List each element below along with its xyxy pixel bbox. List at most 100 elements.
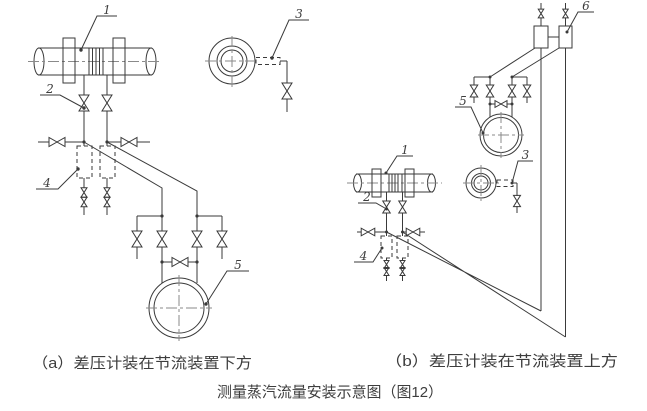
label-orifice-a: 1 xyxy=(103,3,111,17)
leader-dot xyxy=(385,207,388,211)
valve-icon xyxy=(360,227,376,237)
junction-dot xyxy=(510,102,514,106)
junction-dot xyxy=(488,75,492,79)
label-valve-b: 2 xyxy=(362,190,371,204)
valve-icon xyxy=(507,84,517,98)
pot-crosshair xyxy=(205,36,259,88)
valve-icon xyxy=(131,230,143,248)
captions: （a）差压计装在节流装置下方 （b）差压计装在节流装置上方 测量蒸汽流量安装示意… xyxy=(32,353,618,401)
valve-icon xyxy=(485,84,495,98)
junction-dot xyxy=(105,140,109,144)
junction-dot xyxy=(510,75,514,79)
annotations-b: 1 2 3 4 5 6 xyxy=(354,0,594,263)
flange-right xyxy=(112,37,126,84)
label-pot-b: 3 xyxy=(522,148,530,162)
gauge-crosshair xyxy=(146,275,212,341)
flange-left xyxy=(371,168,382,198)
pipe-b xyxy=(347,168,442,198)
junction-dot xyxy=(385,230,388,234)
orifice-plates-icon xyxy=(388,174,403,192)
leader-dot xyxy=(384,171,388,175)
leader-dot xyxy=(79,48,83,52)
valve-icon xyxy=(120,137,138,147)
junction-dot xyxy=(160,214,164,218)
orifice-plates-icon xyxy=(88,48,104,75)
label-blowdown-a: 4 xyxy=(42,176,51,190)
junction-dots-a xyxy=(82,140,199,264)
equalizer-valve-icon xyxy=(171,257,189,267)
vent-valve-icon xyxy=(562,8,569,19)
leader-dot xyxy=(76,167,80,171)
drain-valve-icon xyxy=(103,187,111,198)
drain-valve-icon xyxy=(80,196,88,208)
junction-dot xyxy=(160,260,164,264)
pot-union-fitting xyxy=(255,57,281,65)
condensate-vessel-left xyxy=(533,25,549,49)
leader-lines-b xyxy=(354,11,594,263)
label-gauge-b: 5 xyxy=(459,94,467,108)
pot-crosshair xyxy=(463,165,499,201)
valve-icon xyxy=(281,82,293,100)
label-orifice-b: 1 xyxy=(401,143,409,157)
valve-icon xyxy=(513,195,521,207)
label-vessel-b: 6 xyxy=(582,0,590,13)
leader-dot xyxy=(82,106,86,110)
junction-dot xyxy=(401,230,404,234)
valve-icon xyxy=(405,227,421,237)
pot-union-fitting xyxy=(496,179,514,187)
annotations-a: 1 2 3 4 5 xyxy=(36,3,309,306)
leader-lines-a xyxy=(36,15,309,305)
drain-valve-icon xyxy=(103,196,111,208)
vent-valve-icon xyxy=(537,8,545,19)
pipe-walls xyxy=(38,47,152,76)
valve-icon xyxy=(469,84,479,98)
blowdown-box-right xyxy=(396,235,409,259)
gauge-crosshair xyxy=(478,112,524,158)
junction-dot xyxy=(82,140,86,144)
label-valve-a: 2 xyxy=(45,82,54,96)
piping-b xyxy=(357,3,573,338)
valves-a xyxy=(48,82,293,267)
label-pot-a: 3 xyxy=(295,7,303,21)
dp-gauge-a xyxy=(146,275,212,341)
flange-right xyxy=(404,168,415,198)
valve-icon xyxy=(522,84,532,98)
leader-dot xyxy=(270,56,274,60)
label-gauge-a: 5 xyxy=(234,258,242,272)
dp-gauge-b xyxy=(478,112,524,158)
figure-title: 测量蒸汽流量安装示意图（图12） xyxy=(217,383,443,401)
leader-dot xyxy=(204,302,208,306)
pipe-a xyxy=(28,37,162,84)
leader-dot xyxy=(510,181,514,185)
equalizer-valve-icon xyxy=(494,100,508,108)
label-blowdown-b: 4 xyxy=(359,249,368,263)
leader-dot xyxy=(481,131,485,135)
condensate-pot-a xyxy=(205,36,281,88)
figure-a: 1 2 3 4 5 xyxy=(28,3,309,341)
valve-icon xyxy=(48,137,66,147)
junction-dots-b xyxy=(385,75,514,234)
valve-icon xyxy=(216,230,228,248)
flange-left xyxy=(62,37,76,84)
junction-dot xyxy=(195,260,199,264)
valve-icon xyxy=(398,200,407,214)
condensate-vessel-right xyxy=(558,25,573,49)
leader-dot xyxy=(380,246,384,250)
caption-figure-a: （a）差压计装在节流装置下方 xyxy=(32,355,252,372)
valve-icon xyxy=(191,230,203,248)
figure-b: 1 2 3 4 5 6 xyxy=(347,0,594,338)
blowdown-box-left xyxy=(380,235,393,259)
blowdown-box-left xyxy=(76,145,93,179)
valves-b xyxy=(360,8,569,276)
leader-dot xyxy=(565,30,569,34)
junction-dot xyxy=(488,102,492,106)
caption-figure-b: （b）差压计装在节流装置上方 xyxy=(385,353,618,370)
piping-lines-b xyxy=(357,3,566,338)
condensate-pot-b xyxy=(463,165,514,201)
valve-icon xyxy=(156,230,168,248)
blowdown-box-right xyxy=(99,145,116,179)
valve-icon xyxy=(101,94,113,112)
drain-valve-icon xyxy=(80,187,88,198)
